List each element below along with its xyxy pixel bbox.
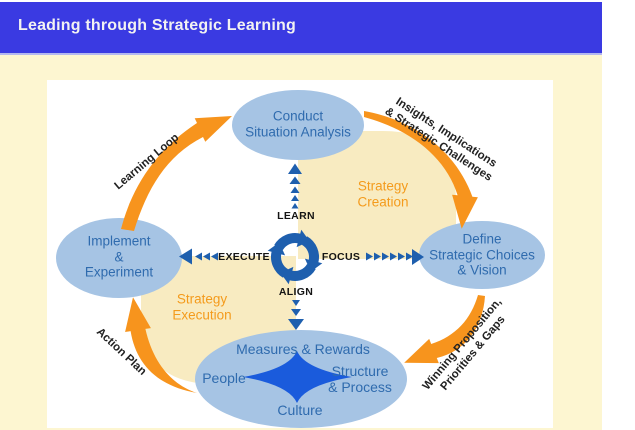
culture-label: Culture xyxy=(277,401,323,418)
four-point-star-icon xyxy=(243,351,352,403)
winning-proposition-arrow xyxy=(404,295,485,364)
align-label: ALIGN xyxy=(278,285,314,298)
page-title: Leading through Strategic Learning xyxy=(18,17,296,34)
implement-node-label: Implement & Experiment xyxy=(84,233,154,280)
strategy-execution-label: Strategy Execution xyxy=(172,291,232,322)
learning-loop-arrow xyxy=(121,116,232,231)
execute-arrows-icon xyxy=(179,248,218,265)
strategy-creation-label: Strategy Creation xyxy=(357,178,409,209)
focus-label: FOCUS xyxy=(321,250,361,263)
people-label: People xyxy=(202,369,246,386)
execute-label: EXECUTE xyxy=(218,250,270,263)
align-arrows-icon xyxy=(288,300,304,330)
define-strategic-choices-node xyxy=(419,221,545,289)
focus-arrows-icon xyxy=(366,249,424,265)
conduct-node-label: Conduct Situation Analysis xyxy=(245,108,351,139)
insights-arrow xyxy=(364,111,478,229)
conduct-situation-analysis-node xyxy=(232,90,364,160)
cycle-arrows-icon xyxy=(267,229,323,285)
title-bar: Leading through Strategic Learning xyxy=(0,0,602,55)
measures-rewards-label: Measures & Rewards xyxy=(236,340,370,357)
strategy-creation-quadrant xyxy=(298,131,456,259)
learn-arrows-icon xyxy=(288,163,302,209)
structure-process-label: Structure & Process xyxy=(328,362,392,395)
action-plan-arrow xyxy=(125,297,197,393)
define-node-label: Define Strategic Choices & Vision xyxy=(429,231,535,278)
implement-experiment-node xyxy=(56,218,182,298)
learn-label: LEARN xyxy=(277,209,315,222)
